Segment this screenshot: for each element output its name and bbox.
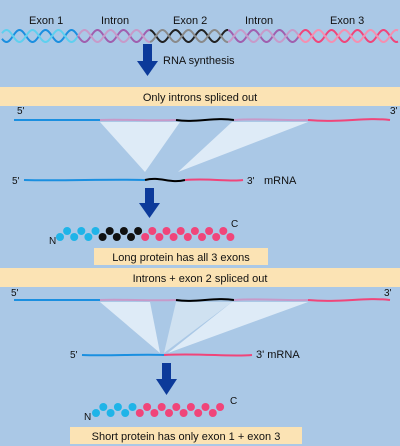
label-intron-2: Intron (245, 15, 273, 27)
short-protein-bead (113, 403, 122, 411)
short-protein-bead (92, 409, 100, 417)
long-protein-bead (226, 233, 235, 241)
three-prime-1: 3' (390, 106, 398, 117)
long-protein-bead (169, 233, 178, 241)
short-protein-bead (121, 409, 130, 417)
long-protein-bead (183, 233, 192, 241)
pre-mrna-2 (14, 298, 391, 353)
long-protein-bead (56, 233, 64, 241)
dna-strand-3-b (149, 29, 228, 43)
five-prime-3: 5' (11, 288, 19, 299)
three-prime-3: 3' (384, 288, 392, 299)
long-protein-bead (190, 227, 199, 235)
long-protein (56, 227, 235, 241)
five-prime-4: 5' (70, 350, 78, 361)
short-protein-bead (99, 403, 108, 411)
dna-helix (1, 29, 399, 43)
long-protein-bead (148, 227, 157, 235)
mrna-label-1: mRNA (264, 175, 297, 187)
short-protein-bead (216, 403, 225, 411)
three-prime-2: 3' (247, 176, 255, 187)
dna-strand-5-b (297, 29, 399, 43)
long-protein-bead (98, 233, 107, 241)
long-protein-bead (198, 233, 206, 241)
short-protein-bead (186, 403, 195, 411)
short-protein-bead (201, 403, 210, 411)
c-terminal-short: C (230, 396, 237, 407)
dna-strand-3-a (149, 29, 228, 43)
pre-mrna-1 (14, 118, 391, 172)
long-protein-bead (155, 233, 164, 241)
band-introns-spliced (0, 87, 400, 106)
band-long-protein (94, 248, 268, 265)
short-protein-bead (143, 403, 152, 411)
band-short-protein (70, 427, 302, 444)
long-protein-bead (112, 233, 121, 241)
mrna-2 (81, 353, 253, 357)
long-protein-bead (119, 227, 128, 235)
arrow-translate-1 (139, 188, 160, 218)
long-protein-bead (84, 233, 93, 241)
band-introns-spliced-text: Only introns spliced out (143, 92, 257, 104)
short-protein (92, 403, 225, 417)
long-protein-bead (141, 233, 150, 241)
band-exon2-spliced-text: Introns + exon 2 spliced out (133, 273, 268, 285)
long-protein-bead (77, 227, 86, 235)
label-exon3: Exon 3 (330, 15, 364, 27)
five-prime-2: 5' (12, 176, 20, 187)
arrow-translate-2 (156, 363, 177, 395)
long-protein-bead (176, 227, 185, 235)
long-protein-bead (205, 227, 214, 235)
mrna-label-2: 3' mRNA (256, 349, 300, 361)
dna-strand-1-b (1, 29, 79, 43)
long-protein-bead (162, 227, 171, 235)
short-protein-bead (179, 409, 188, 417)
long-protein-bead (91, 227, 100, 235)
rna-synthesis-label: RNA synthesis (163, 55, 235, 67)
n-terminal-short: N (84, 412, 91, 423)
short-protein-bead (208, 409, 217, 417)
n-terminal-long: N (49, 236, 56, 247)
band-long-protein-text: Long protein has all 3 exons (112, 252, 250, 264)
short-protein-bead (128, 403, 137, 411)
long-protein-bead (212, 233, 221, 241)
short-protein-bead (135, 409, 144, 417)
band-exon2-spliced (0, 268, 400, 287)
short-protein-bead (172, 403, 181, 411)
long-protein-bead (70, 233, 79, 241)
dna-strand-5-a (297, 29, 399, 43)
long-protein-bead (63, 227, 72, 235)
short-protein-bead (106, 409, 115, 417)
dna-strand-4-b (227, 29, 299, 43)
long-protein-bead (134, 227, 143, 235)
long-protein-bead (105, 227, 114, 235)
long-protein-bead (219, 227, 228, 235)
five-prime-1: 5' (17, 106, 25, 117)
dna-strand-2-a (77, 29, 150, 43)
short-protein-bead (150, 409, 159, 417)
label-exon1: Exon 1 (29, 15, 63, 27)
label-exon2: Exon 2 (173, 15, 207, 27)
short-protein-bead (194, 409, 203, 417)
short-protein-bead (157, 403, 166, 411)
long-protein-bead (127, 233, 135, 241)
c-terminal-long: C (231, 219, 238, 230)
mrna-1 (23, 177, 244, 183)
label-intron-1: Intron (101, 15, 129, 27)
band-short-protein-text: Short protein has only exon 1 + exon 3 (92, 431, 281, 443)
arrow-rna-synthesis (137, 44, 158, 76)
short-protein-bead (165, 409, 173, 417)
dna-strand-2-b (77, 29, 150, 43)
